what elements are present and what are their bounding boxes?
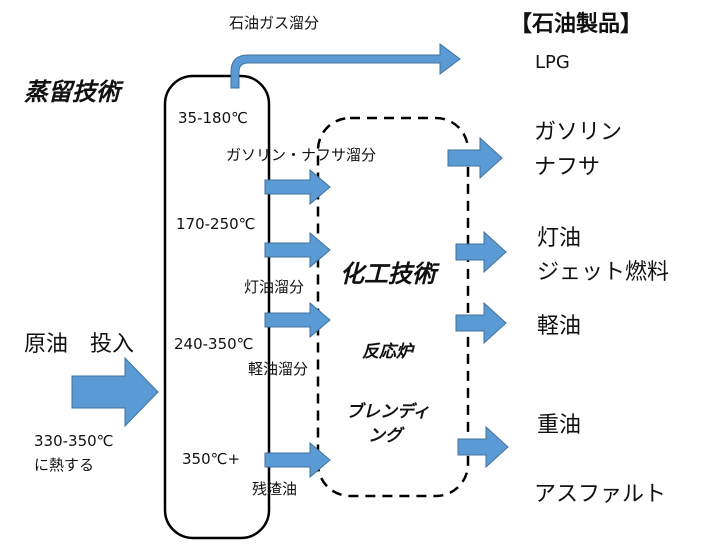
fraction-name-residue: 残渣油 xyxy=(252,480,298,498)
fraction-name-gasoline: ガソリン・ナフサ溜分 xyxy=(226,146,377,164)
heat-label-text: に熱する xyxy=(34,456,95,474)
gas-fraction-arrow xyxy=(230,43,461,89)
chemical-tech-label: 化工技術 xyxy=(340,260,436,288)
product-jet-fuel: ジェット燃料 xyxy=(537,260,670,285)
product-heavy-oil: 重油 xyxy=(537,413,582,438)
fraction-arrow-residue xyxy=(264,441,331,479)
fraction-temp-gasoline: 35-180℃ xyxy=(178,109,248,127)
product-gas-oil: 軽油 xyxy=(537,314,582,339)
fraction-arrow-gasoil xyxy=(264,301,331,339)
product-gasoline: ガソリン xyxy=(534,120,623,145)
crude-input-arrow xyxy=(71,356,159,428)
blending-label-1: ブレンディ xyxy=(346,402,430,422)
chemical-process-box xyxy=(316,116,470,498)
distillation-tech-label: 蒸留技術 xyxy=(24,78,120,106)
fraction-temp-residue: 350℃+ xyxy=(182,450,241,468)
crude-input-label: 原油 投入 xyxy=(24,332,135,357)
fraction-name-kerosene: 灯油溜分 xyxy=(244,278,305,296)
fraction-arrow-gasoline xyxy=(264,168,331,206)
blending-label-2: ング xyxy=(368,426,402,446)
product-kerosene: 灯油 xyxy=(537,226,582,251)
distillation-column xyxy=(163,74,271,540)
fraction-temp-kerosene: 170-250℃ xyxy=(176,215,256,233)
product-arrow-gasoline xyxy=(447,136,503,180)
lpg-label: LPG xyxy=(535,52,570,73)
product-arrow-heavyoil xyxy=(457,425,509,469)
product-arrow-gasoil xyxy=(455,301,507,345)
product-asphalt: アスファルト xyxy=(534,482,667,507)
reactor-label: 反応炉 xyxy=(362,342,413,362)
fraction-temp-gasoil: 240-350℃ xyxy=(174,335,254,353)
gas-fraction-label: 石油ガス溜分 xyxy=(229,14,320,32)
fraction-arrow-kerosene xyxy=(264,231,331,269)
heat-label-temp: 330-350℃ xyxy=(34,432,114,450)
product-naphtha: ナフサ xyxy=(534,155,601,180)
fraction-name-gasoil: 軽油溜分 xyxy=(248,360,309,378)
product-arrow-kerosene xyxy=(455,230,507,274)
products-title: 【石油製品】 xyxy=(510,12,643,37)
